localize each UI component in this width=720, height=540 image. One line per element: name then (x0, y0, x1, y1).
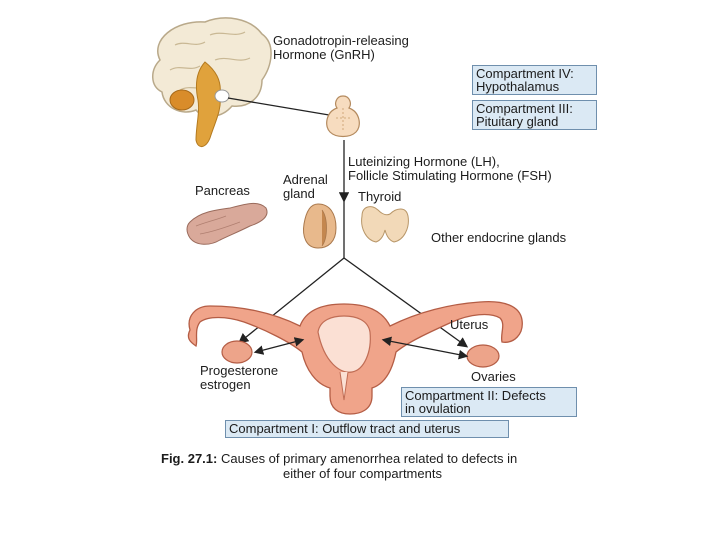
thyroid-illustration (361, 206, 409, 243)
caption-line1: Fig. 27.1: Causes of primary amenorrhea … (161, 451, 517, 466)
progesterone-label: Progesterone (200, 363, 279, 378)
adrenal-label-line2: gland (283, 186, 315, 201)
adrenal-illustration (303, 203, 337, 249)
compartment-ii-name: in ovulation (405, 401, 471, 416)
compartment-i-title: Compartment I: Outflow tract and uterus (229, 421, 461, 436)
estrogen-label: estrogen (200, 377, 251, 392)
right-ovary-illustration (466, 344, 500, 368)
left-ovary-illustration (221, 340, 253, 364)
left-branch-arrow (237, 257, 345, 344)
compartment-iii-name: Pituitary gland (476, 114, 559, 129)
brain-illustration (152, 17, 272, 147)
compartment-ii-box: Compartment II: Defects in ovulation (401, 387, 577, 417)
pituitary-illustration (326, 95, 360, 138)
progesterone-estrogen-label: Progesterone estrogen (200, 364, 278, 392)
compartment-i-box: Compartment I: Outflow tract and uterus (225, 420, 509, 438)
pancreas-label: Pancreas (195, 183, 250, 198)
caption-fig-label: Fig. 27.1: (161, 451, 218, 466)
lh-label-line1: Luteinizing Hormone (LH), (348, 154, 500, 169)
gnrh-label-line1: Gonadotropin-releasing (273, 33, 409, 48)
gnrh-label-line2: Hormone (GnRH) (273, 47, 375, 62)
figure-caption: Fig. 27.1: Causes of primary amenorrhea … (161, 451, 517, 481)
other-glands-label: Other endocrine glands (431, 230, 567, 245)
compartment-iv-title: Compartment IV: (476, 66, 574, 81)
caption-text-line2: either of four compartments (283, 466, 442, 481)
compartment-iii-title: Compartment III: (476, 101, 573, 116)
pancreas-illustration (186, 202, 268, 245)
right-branch-arrow (343, 257, 469, 348)
caption-text-line1: Causes of primary amenorrhea related to … (220, 451, 518, 466)
fsh-label-line2: Follicle Stimulating Hormone (FSH) (348, 168, 552, 183)
adrenal-label: Adrenal gland (283, 173, 328, 201)
compartment-iii-box: Compartment III: Pituitary gland (472, 100, 597, 130)
compartment-ii-title: Compartment II: Defects (405, 388, 546, 403)
thyroid-label: Thyroid (358, 189, 402, 204)
adrenal-label-line1: Adrenal (283, 172, 328, 187)
ovaries-label: Ovaries (471, 369, 516, 384)
uterus-label: Uterus (450, 317, 489, 332)
compartment-iv-name: Hypothalamus (476, 79, 560, 94)
brain-pituitary-line (227, 97, 336, 117)
compartment-iv-box: Compartment IV: Hypothalamus (472, 65, 597, 95)
gnrh-label: Gonadotropin-releasing Hormone (GnRH) (273, 34, 409, 62)
right-ovary-uterus-arrow (381, 336, 469, 360)
lh-fsh-label: Luteinizing Hormone (LH), Follicle Stimu… (348, 155, 552, 183)
uterus-illustration (187, 300, 523, 415)
left-ovary-uterus-arrow (253, 337, 305, 355)
